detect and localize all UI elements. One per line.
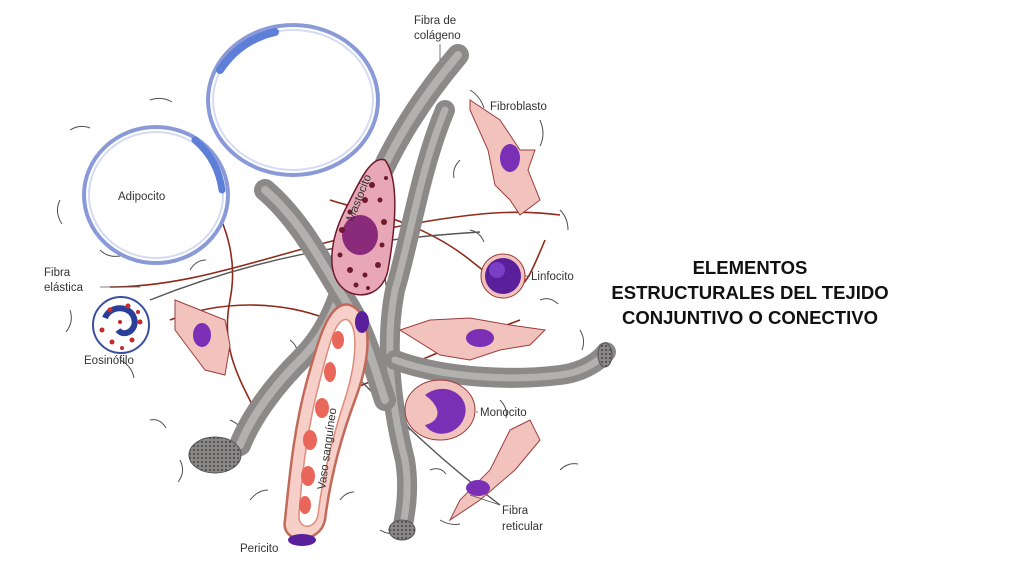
label-eosinophil: Eosinófilo — [84, 355, 134, 367]
label-reticular-fiber-line1: Fibra — [502, 505, 529, 517]
blood-vessel — [283, 303, 369, 546]
label-elastic-fiber-line1: Fibra — [44, 267, 71, 279]
fibroblast-nuclei — [193, 144, 520, 496]
slide-title: ELEMENTOS ESTRUCTURALES DEL TEJIDO CONJU… — [590, 255, 910, 330]
label-collagen-fiber-line1: Fibra de — [414, 15, 456, 27]
label-pericyte: Pericito — [240, 543, 278, 555]
label-reticular-fiber-line2: reticular — [502, 521, 543, 533]
lymphocyte — [480, 253, 526, 299]
adipocyte-cells — [82, 23, 380, 265]
label-collagen-fiber-line2: colágeno — [414, 30, 461, 42]
label-fibroblast: Fibroblasto — [490, 101, 547, 113]
slide-title-line-1: ELEMENTOS — [692, 257, 808, 278]
label-monocyte: Monocito — [480, 407, 527, 419]
label-elastic-fiber-line2: elástica — [44, 282, 84, 294]
collagen-fibers — [188, 44, 616, 541]
label-adipocyte: Adipocito — [118, 191, 165, 203]
slide-title-line-3: CONJUNTIVO O CONECTIVO — [622, 307, 878, 328]
eosinophil — [92, 296, 150, 354]
monocyte — [404, 379, 476, 441]
label-lymphocyte: Linfocito — [531, 271, 574, 283]
leader-lines — [100, 44, 530, 506]
slide-title-line-2: ESTRUCTURALES DEL TEJIDO — [611, 282, 889, 303]
mast-cell — [331, 158, 396, 296]
